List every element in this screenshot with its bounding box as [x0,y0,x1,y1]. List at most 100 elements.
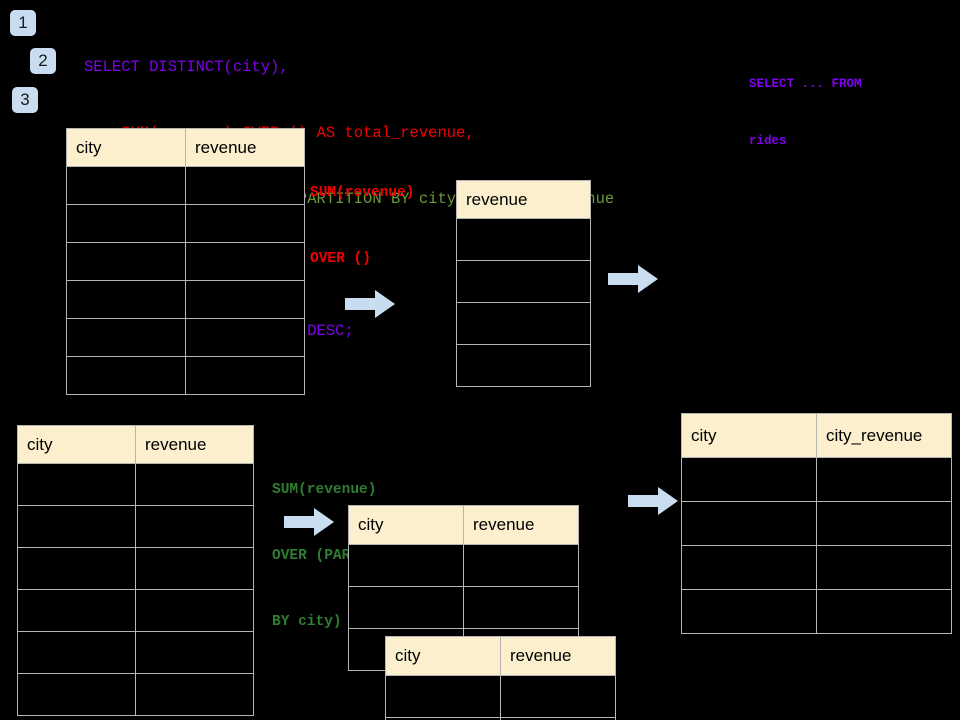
annotation-city-revenue-line-3: BY city) [272,614,342,630]
column-header-revenue: revenue [456,180,591,219]
cell-city [66,204,186,243]
cell-revenue [135,547,254,590]
table-row [66,280,305,319]
cell-revenue [135,673,254,716]
table-row [66,318,305,357]
cell-revenue [463,544,579,587]
arrow-rides-to-revenue [345,290,395,318]
result-table: city city_revenue [681,413,952,634]
step-badge-2: 2 [30,48,56,74]
side-note-select-from: SELECT ... FROM rides [749,37,862,189]
column-header-city: city [681,413,817,458]
table-row [456,344,591,387]
column-header-city-revenue: city_revenue [816,413,952,458]
cell-city-revenue [816,545,952,590]
table-header-row: city city_revenue [681,413,952,458]
cell-revenue [456,344,591,387]
rides-source-table-top: city revenue [66,128,305,395]
arrow-revenue-to-result [608,265,658,293]
cell-revenue [456,302,591,345]
cell-revenue [463,586,579,629]
rides-source-table-bottom: city revenue [17,425,254,716]
cell-city-revenue [816,589,952,634]
table-header-row: revenue [456,180,591,219]
annotation-total-revenue-line-2: OVER () [310,251,371,267]
cell-city [348,544,464,587]
table-row [681,501,952,546]
cell-city [681,457,817,502]
arrow-partition-to-result [628,487,678,515]
cell-city [348,586,464,629]
cell-revenue [185,318,305,357]
side-note-line-1: SELECT ... FROM [749,77,862,91]
cell-city [66,242,186,281]
table-row [66,356,305,395]
revenue-column-table: revenue [456,180,591,387]
cell-city [17,589,136,632]
cell-revenue [456,218,591,261]
cell-city [681,589,817,634]
table-row [17,589,254,632]
cell-city [17,505,136,548]
column-header-city: city [385,636,501,676]
cell-city [17,673,136,716]
cell-revenue [185,204,305,243]
annotation-total-revenue: SUM(revenue) OVER () [310,138,414,314]
column-header-city: city [348,505,464,545]
cell-city [17,463,136,506]
cell-revenue [135,589,254,632]
table-row [456,260,591,303]
column-header-city: city [17,425,136,464]
table-row [17,547,254,590]
column-header-revenue: revenue [463,505,579,545]
table-row [17,673,254,716]
cell-city-revenue [816,457,952,502]
table-row [66,166,305,205]
arrow-rides-to-partition [284,508,334,536]
table-row [385,675,616,718]
cell-city [66,280,186,319]
partition-group-table-front: city revenue [385,636,616,720]
table-row [681,589,952,634]
cell-revenue [500,717,616,720]
column-header-city: city [66,128,186,167]
cell-city [17,631,136,674]
cell-city [17,547,136,590]
side-note-line-2: rides [749,134,787,148]
step-badge-3: 3 [12,87,38,113]
column-header-revenue: revenue [185,128,305,167]
table-row [385,717,616,720]
column-header-revenue: revenue [135,425,254,464]
cell-city [66,356,186,395]
cell-revenue [500,675,616,718]
cell-city [66,318,186,357]
table-row [17,505,254,548]
table-header-row: city revenue [66,128,305,167]
table-row [456,218,591,261]
cell-revenue [185,166,305,205]
cell-city [681,545,817,590]
cell-city [681,501,817,546]
cell-revenue [456,260,591,303]
table-row [348,544,579,587]
step-badge-1: 1 [10,10,36,36]
cell-city-revenue [816,501,952,546]
annotation-city-revenue-line-1: SUM(revenue) [272,482,377,498]
column-header-revenue: revenue [500,636,616,676]
cell-revenue [135,505,254,548]
table-header-row: city revenue [385,636,616,676]
annotation-total-revenue-line-1: SUM(revenue) [310,185,415,201]
table-header-row: city revenue [17,425,254,464]
table-header-row: city revenue [348,505,579,545]
table-row [17,463,254,506]
sql-line-select: SELECT DISTINCT(city), [84,58,289,76]
cell-revenue [135,463,254,506]
table-row [66,242,305,281]
table-row [66,204,305,243]
cell-city [385,675,501,718]
table-row [17,631,254,674]
cell-revenue [185,280,305,319]
cell-city [66,166,186,205]
table-row [681,545,952,590]
